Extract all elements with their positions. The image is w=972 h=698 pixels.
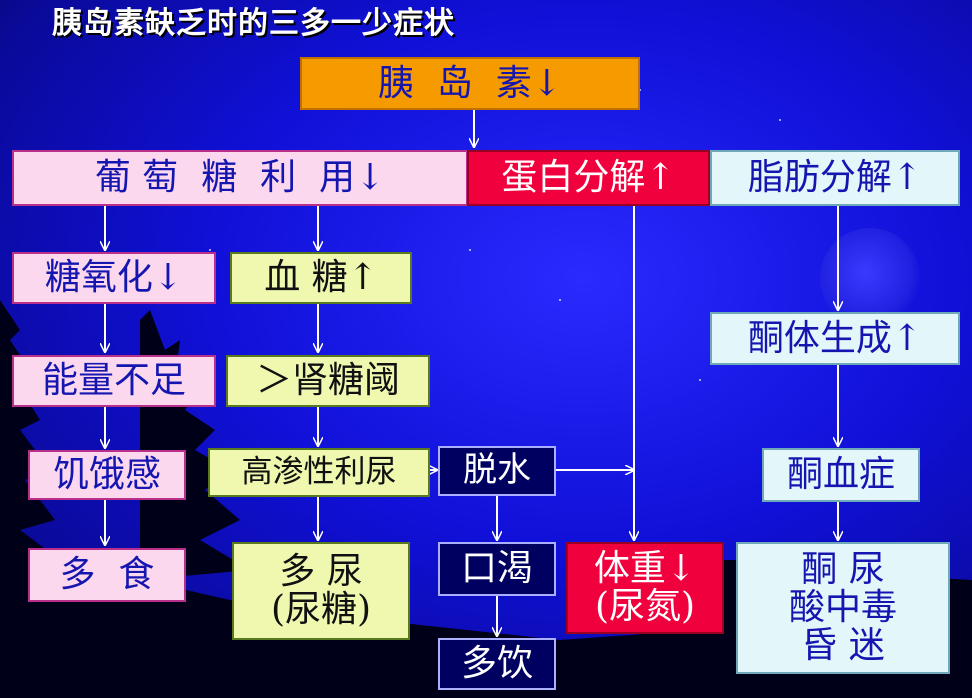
node-ketoacidosis: 酮 尿 酸中毒 昏 迷 (736, 542, 950, 674)
node-blood-sugar: 血 糖↑ (230, 252, 412, 304)
node-energy: 能量不足 (12, 355, 216, 407)
node-ketone-gen: 酮体生成↑ (710, 312, 960, 365)
node-glycolysis: 糖氧化↓ (12, 252, 216, 304)
node-protein-breakdown: 蛋白分解↑ (467, 150, 710, 206)
node-osmotic: 高渗性利尿 (208, 448, 430, 497)
node-insulin: 胰 岛 素↓ (300, 57, 640, 110)
node-drink-more: 多饮 (438, 638, 556, 690)
node-polyuria: 多 尿 (尿糖) (232, 542, 410, 640)
node-thirst: 口渴 (438, 542, 556, 596)
node-dehydration: 脱水 (438, 446, 556, 496)
node-renal-threshold: ＞肾糖阈 (226, 355, 430, 407)
node-fat-breakdown: 脂肪分解↑ (710, 150, 960, 206)
node-eat-more: 多 食 (28, 548, 186, 602)
node-ketonemia: 酮血症 (762, 448, 920, 502)
node-hunger: 饥饿感 (28, 450, 186, 500)
node-weight: 体重↓ (尿氮) (566, 542, 724, 634)
node-glucose-use: 葡 萄 糖 利 用↓ (12, 150, 468, 206)
